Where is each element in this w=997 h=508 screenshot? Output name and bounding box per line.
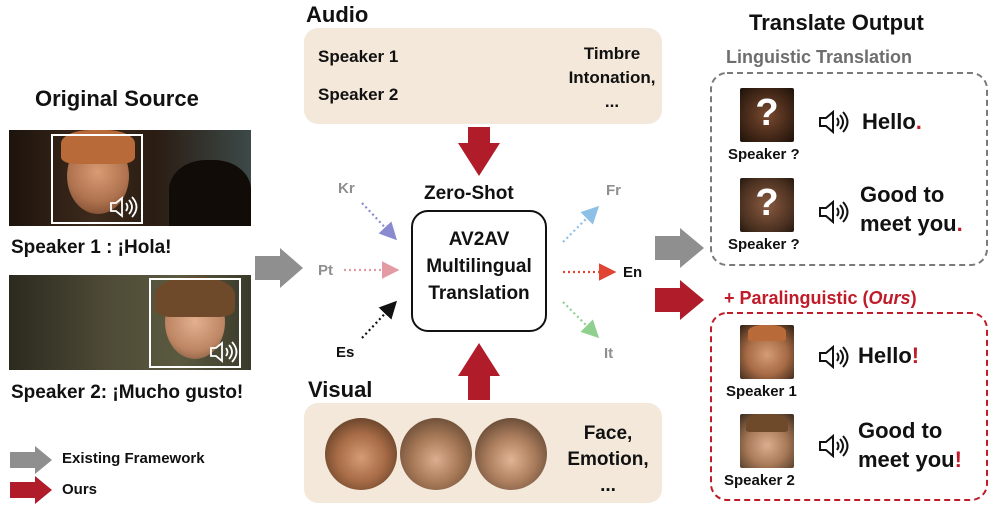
lang-en: En: [623, 264, 643, 281]
paralinguistic-prefix: + Paralinguistic (: [724, 288, 869, 308]
visual-to-model-arrow: [458, 343, 500, 400]
visual-feature-3: ...: [600, 475, 616, 496]
model-label: AV2AV Multilingual Translation: [412, 226, 546, 307]
model-box: [411, 210, 547, 332]
linguistic-good-to-meet-text: Good to meet you.: [860, 180, 963, 238]
speaker-icon: [210, 341, 238, 363]
model-to-linguistic-arrow: [655, 228, 704, 268]
speaker-icon: [819, 200, 849, 224]
hello-exclaim: !: [911, 343, 920, 368]
speaker2-output-thumb: [740, 414, 794, 468]
meet-you-words: meet you: [860, 211, 957, 236]
paralinguistic-hello-text: Hello!: [858, 341, 919, 370]
visual-title: Visual: [308, 377, 373, 402]
visual-features: Face, Emotion, ...: [560, 421, 656, 499]
lang-kr: Kr: [338, 180, 355, 197]
meet-you-line: meet you!: [858, 445, 962, 474]
audio-feature-2: Intonation,: [568, 68, 656, 87]
unknown-speaker-label-1: Speaker ?: [728, 146, 800, 163]
meet-you-period: .: [956, 211, 963, 236]
hello-period: .: [915, 109, 922, 134]
it-output-arrow: [562, 301, 600, 339]
speaker2-face-box: [149, 278, 241, 368]
good-to-line: Good to: [858, 418, 943, 443]
lang-pt: Pt: [318, 262, 333, 279]
linguistic-output-box: [710, 72, 988, 266]
linguistic-hello-text: Hello.: [862, 107, 922, 136]
speaker2-video-frame: [9, 275, 251, 370]
legend-existing-arrow: [10, 446, 52, 474]
unknown-speaker-thumb-2: ?: [740, 178, 794, 232]
question-mark-icon: ?: [755, 92, 779, 134]
unknown-speaker-label-2: Speaker ?: [728, 236, 800, 253]
speaker2-hair: [155, 277, 235, 317]
speaker2-line: Speaker 2: ¡Mucho gusto!: [11, 382, 244, 403]
speaker-icon: [819, 345, 849, 369]
model-label-line2: Multilingual: [426, 256, 532, 277]
es-input-arrow: [361, 300, 398, 339]
translate-output-title: Translate Output: [749, 10, 924, 35]
visual-face-1: [325, 418, 397, 490]
audio-speaker1-label: Speaker 1: [318, 47, 399, 66]
meet-you-exclaim: !: [954, 447, 962, 472]
speaker1-face-box: [51, 134, 143, 224]
linguistic-heading: Linguistic Translation: [726, 47, 913, 67]
hello-word: Hello: [858, 343, 912, 368]
model-label-line1: AV2AV: [448, 229, 510, 250]
question-mark-icon: ?: [755, 182, 779, 224]
audio-feature-3: ...: [604, 92, 620, 111]
speaker1-output-hair: [748, 325, 786, 341]
speaker1-output-label: Speaker 1: [726, 383, 797, 400]
audio-panel: [304, 28, 662, 124]
lang-es: Es: [336, 344, 355, 361]
speaker1-line: Speaker 1 : ¡Hola!: [11, 237, 172, 258]
paralinguistic-heading: + Paralinguistic (Ours): [724, 288, 917, 309]
paralinguistic-suffix: ): [910, 288, 917, 308]
kr-input-arrow: [361, 202, 398, 241]
good-to-line: Good to: [860, 182, 945, 207]
model-to-paralinguistic-arrow: [655, 280, 704, 320]
zero-shot-heading: Zero-Shot: [424, 183, 514, 204]
visual-face-3: [475, 418, 547, 490]
visual-feature-1: Face,: [583, 423, 633, 444]
unknown-speaker-thumb-1: ?: [740, 88, 794, 142]
model-label-line3: Translation: [428, 283, 530, 304]
fr-output-arrow: [562, 205, 600, 243]
speaker1-video-frame: [9, 130, 251, 226]
visual-feature-2: Emotion,: [567, 449, 649, 470]
audio-features: Timbre Intonation, ...: [566, 42, 658, 114]
speaker-icon: [819, 434, 849, 458]
lang-fr: Fr: [606, 182, 621, 199]
paralinguistic-output-box: [710, 312, 988, 501]
visual-face-2: [400, 418, 472, 490]
audio-speaker2-label: Speaker 2: [318, 85, 399, 104]
background-figure: [169, 160, 251, 226]
meet-you-line: meet you.: [860, 209, 963, 238]
legend-ours-arrow: [10, 476, 52, 504]
paralinguistic-ours: Ours: [868, 288, 911, 308]
source-to-model-arrow: [255, 248, 303, 288]
speaker1-output-thumb: [740, 325, 794, 379]
audio-title: Audio: [306, 2, 369, 27]
original-source-title: Original Source: [35, 86, 199, 111]
lang-it: It: [604, 345, 614, 362]
speaker2-output-hair: [746, 414, 788, 432]
speaker2-output-label: Speaker 2: [724, 472, 795, 489]
legend-existing-label: Existing Framework: [62, 450, 205, 467]
legend-ours-label: Ours: [62, 481, 98, 498]
audio-to-model-arrow: [458, 127, 500, 176]
speaker-icon: [110, 196, 138, 218]
speaker-icon: [819, 110, 849, 134]
paralinguistic-good-to-meet-text: Good to meet you!: [858, 416, 962, 474]
meet-you-words: meet you: [858, 447, 955, 472]
audio-feature-1: Timbre: [583, 44, 641, 63]
hello-word: Hello: [862, 109, 916, 134]
